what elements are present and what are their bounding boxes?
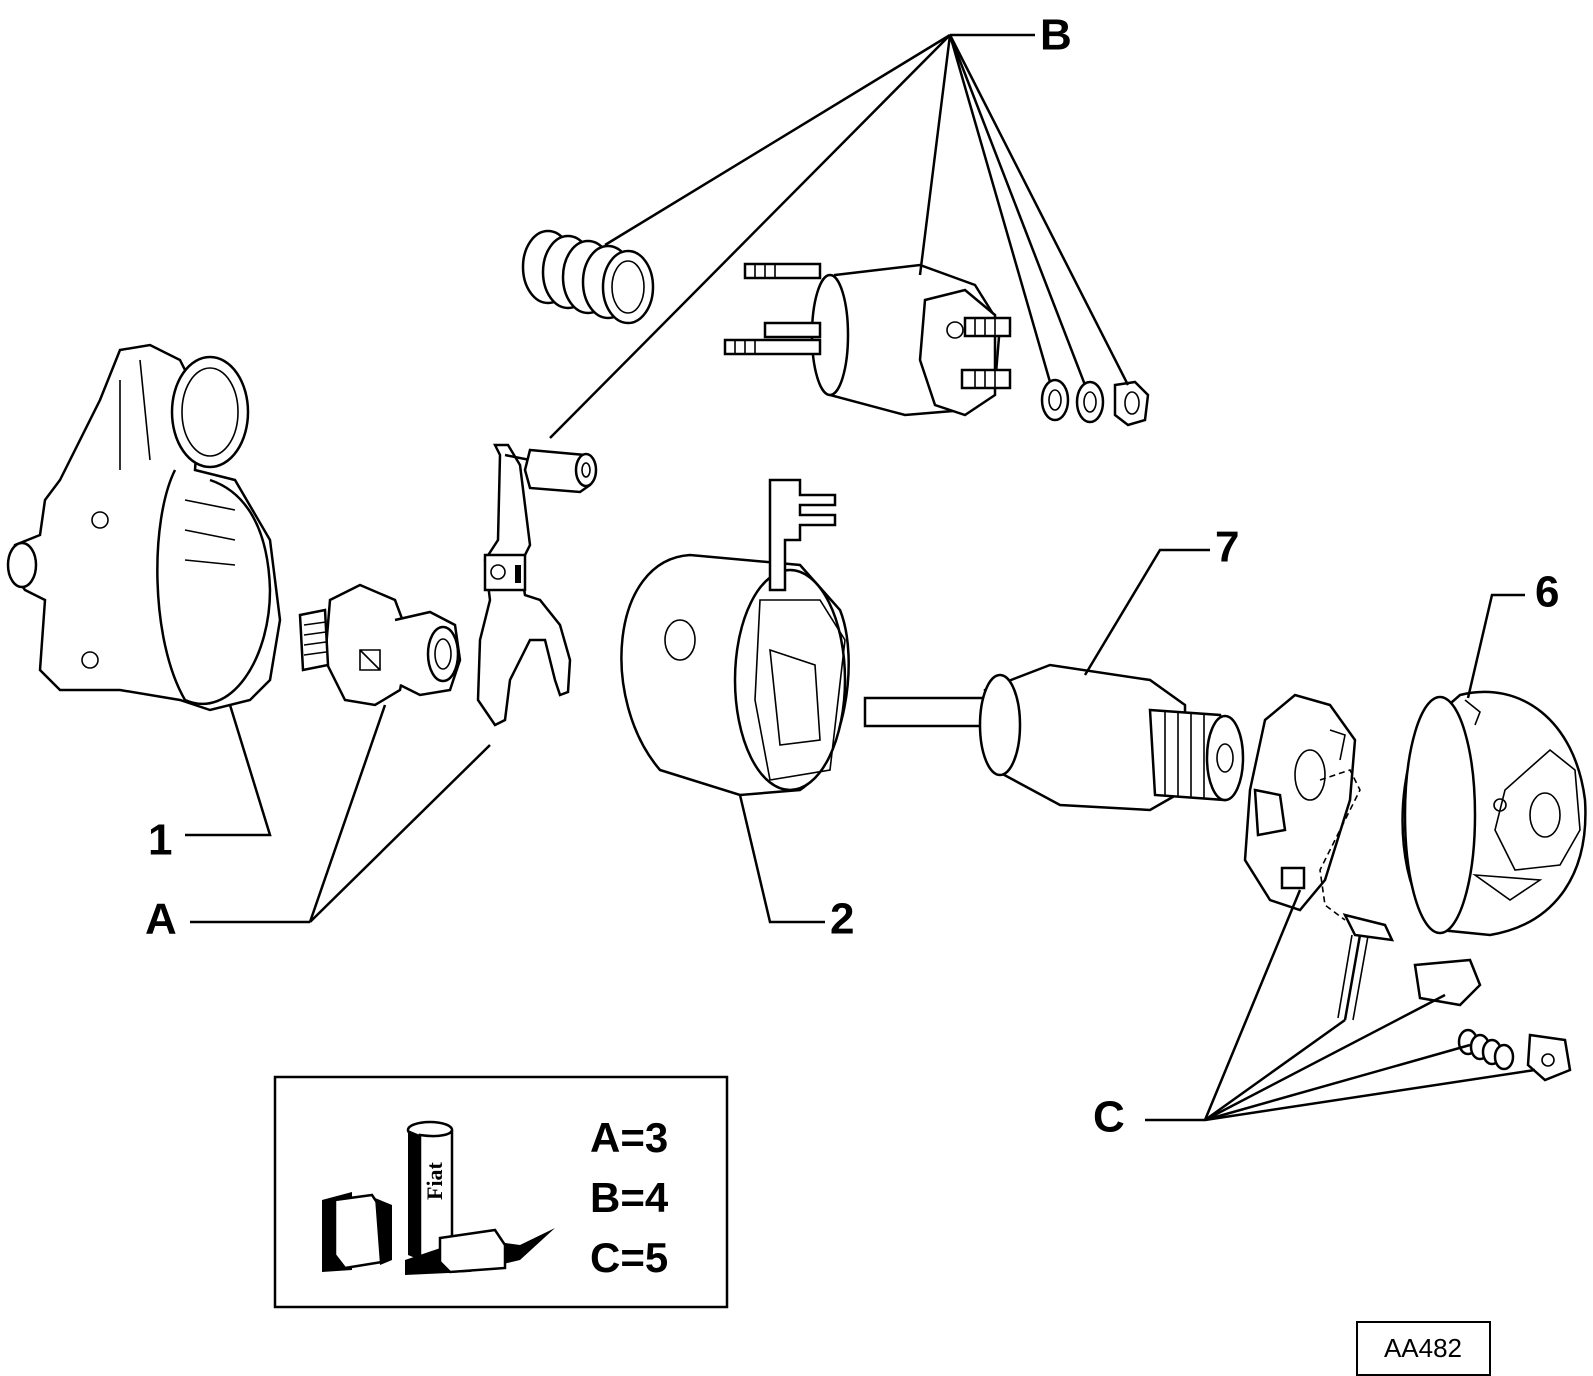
reference-code: AA482	[1384, 1333, 1462, 1363]
leader-lines	[185, 33, 1536, 1122]
legend-line-C: C=5	[590, 1234, 668, 1281]
callout-6: 6	[1535, 568, 1559, 617]
field-frame	[620, 478, 850, 797]
pinion-drive-assembly	[298, 583, 462, 707]
armature	[863, 663, 1245, 812]
callout-B: B	[1040, 11, 1072, 60]
commutator-end-cover	[1401, 690, 1587, 937]
kit-legend-box: Fiat A=3 B=4 C=5	[273, 1075, 729, 1309]
legend-line-A: A=3	[590, 1114, 668, 1161]
callout-2: 2	[830, 895, 854, 944]
brush-holder-plate	[1243, 693, 1361, 921]
reference-code-box: AA482	[1356, 1321, 1491, 1376]
callout-1: 1	[148, 816, 172, 865]
spare-parts-kit-icon: Fiat	[322, 1120, 555, 1275]
callout-7: 7	[1215, 523, 1239, 572]
legend-line-B: B=4	[590, 1174, 669, 1221]
drive-end-housing	[6, 343, 282, 712]
return-spring	[521, 229, 655, 325]
plunger	[523, 448, 598, 494]
callout-C: C	[1093, 1093, 1125, 1142]
brushes-and-springs	[1337, 913, 1572, 1082]
solenoid-switch	[723, 262, 1012, 417]
kit-brand-label: Fiat	[422, 1161, 447, 1200]
callout-A: A	[145, 895, 177, 944]
washers-and-nut	[1040, 378, 1150, 427]
